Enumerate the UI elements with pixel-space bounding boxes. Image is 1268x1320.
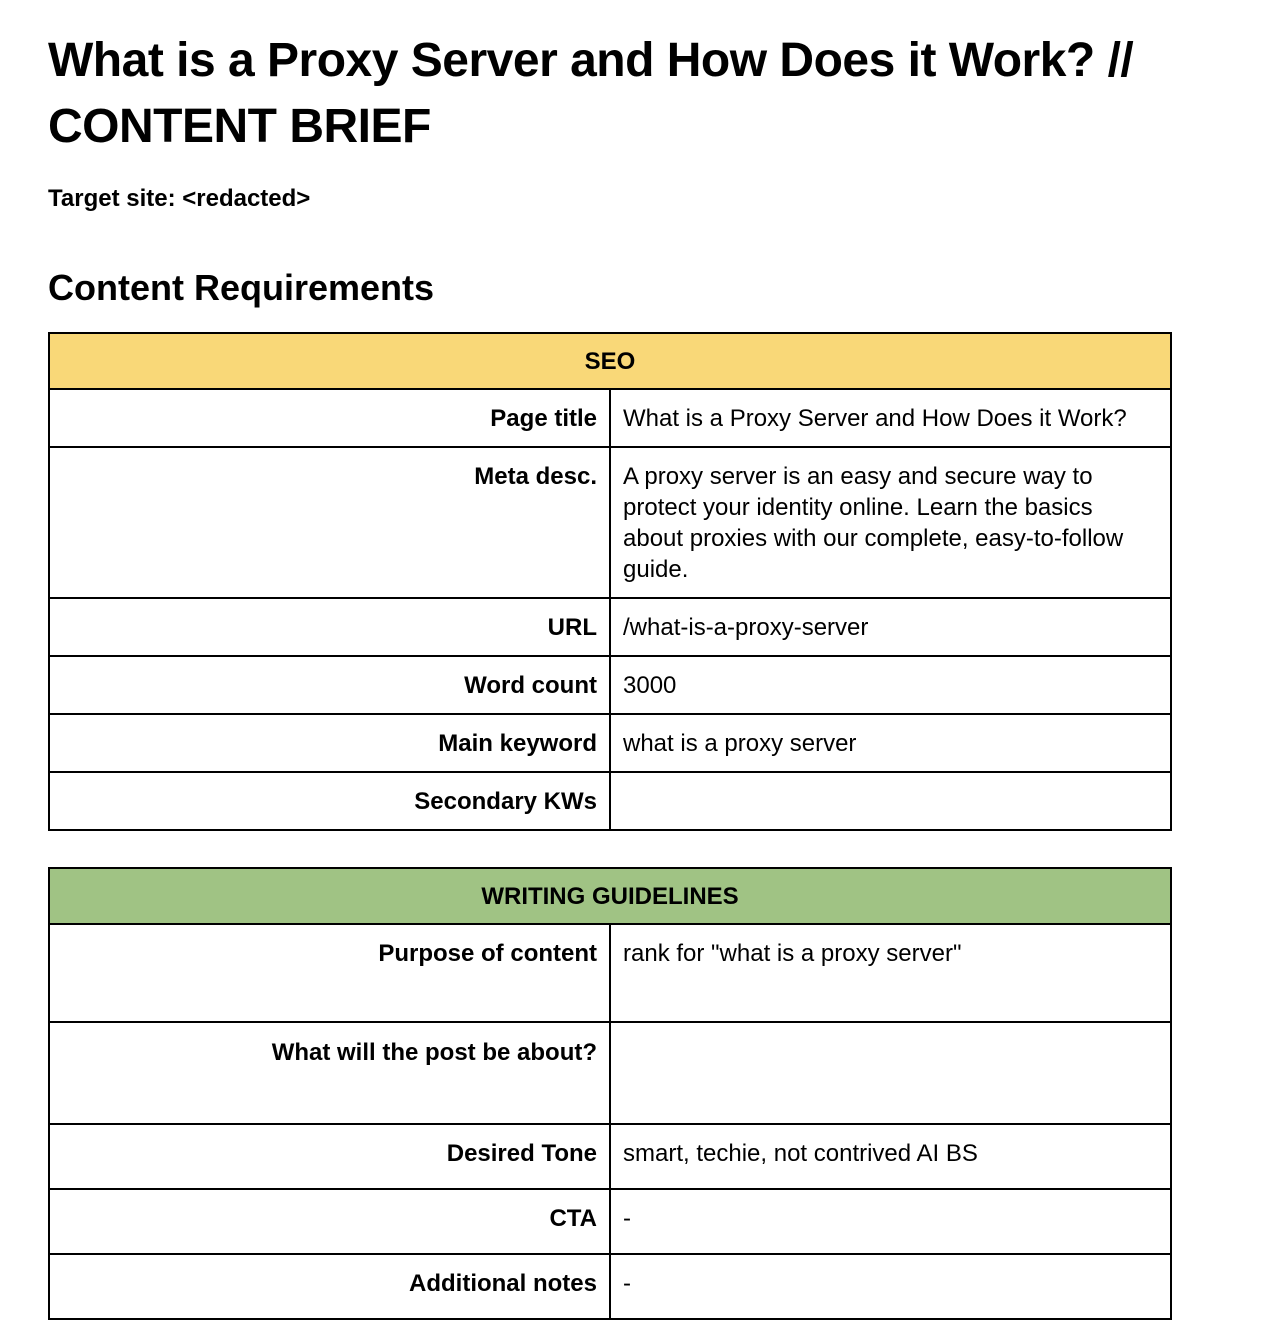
row-label: Additional notes	[48, 1253, 611, 1320]
writing-guidelines-table: WRITING GUIDELINES Purpose of content ra…	[48, 867, 1172, 1320]
row-label: Main keyword	[48, 713, 611, 773]
document-page: What is a Proxy Server and How Does it W…	[48, 34, 1172, 1320]
writing-header-row: WRITING GUIDELINES	[48, 867, 1172, 925]
table-row: Secondary KWs	[48, 771, 1172, 831]
row-value	[609, 771, 1172, 831]
row-label: Meta desc.	[48, 446, 611, 599]
row-label: CTA	[48, 1188, 611, 1255]
row-label: What will the post be about?	[48, 1021, 611, 1125]
row-label: Desired Tone	[48, 1123, 611, 1190]
seo-header-row: SEO	[48, 332, 1172, 390]
row-value: rank for "what is a proxy server"	[609, 923, 1172, 1023]
table-row: Word count 3000	[48, 655, 1172, 715]
row-value: 3000	[609, 655, 1172, 715]
row-value: A proxy server is an easy and secure way…	[609, 446, 1172, 599]
table-row: Main keyword what is a proxy server	[48, 713, 1172, 773]
table-row: Additional notes -	[48, 1253, 1172, 1320]
section-heading-content-requirements: Content Requirements	[48, 267, 435, 308]
row-value: smart, techie, not contrived AI BS	[609, 1123, 1172, 1190]
row-value: what is a proxy server	[609, 713, 1172, 773]
table-row: CTA -	[48, 1188, 1172, 1255]
table-row: What will the post be about?	[48, 1021, 1172, 1125]
row-label: Purpose of content	[48, 923, 611, 1023]
target-site: Target site: <redacted>	[48, 185, 311, 212]
row-label: URL	[48, 597, 611, 657]
document-title: What is a Proxy Server and How Does it W…	[48, 34, 1134, 153]
row-value: /what-is-a-proxy-server	[609, 597, 1172, 657]
table-row: Purpose of content rank for "what is a p…	[48, 923, 1172, 1023]
row-value: -	[609, 1188, 1172, 1255]
writing-header: WRITING GUIDELINES	[48, 867, 1172, 925]
table-row: URL /what-is-a-proxy-server	[48, 597, 1172, 657]
row-value: What is a Proxy Server and How Does it W…	[609, 388, 1172, 448]
row-value: -	[609, 1253, 1172, 1320]
seo-table: SEO Page title What is a Proxy Server an…	[48, 332, 1172, 831]
row-label: Word count	[48, 655, 611, 715]
table-row: Page title What is a Proxy Server and Ho…	[48, 388, 1172, 448]
row-label: Page title	[48, 388, 611, 448]
row-value	[609, 1021, 1172, 1125]
table-row: Desired Tone smart, techie, not contrive…	[48, 1123, 1172, 1190]
table-row: Meta desc. A proxy server is an easy and…	[48, 446, 1172, 599]
row-label: Secondary KWs	[48, 771, 611, 831]
seo-header: SEO	[48, 332, 1172, 390]
